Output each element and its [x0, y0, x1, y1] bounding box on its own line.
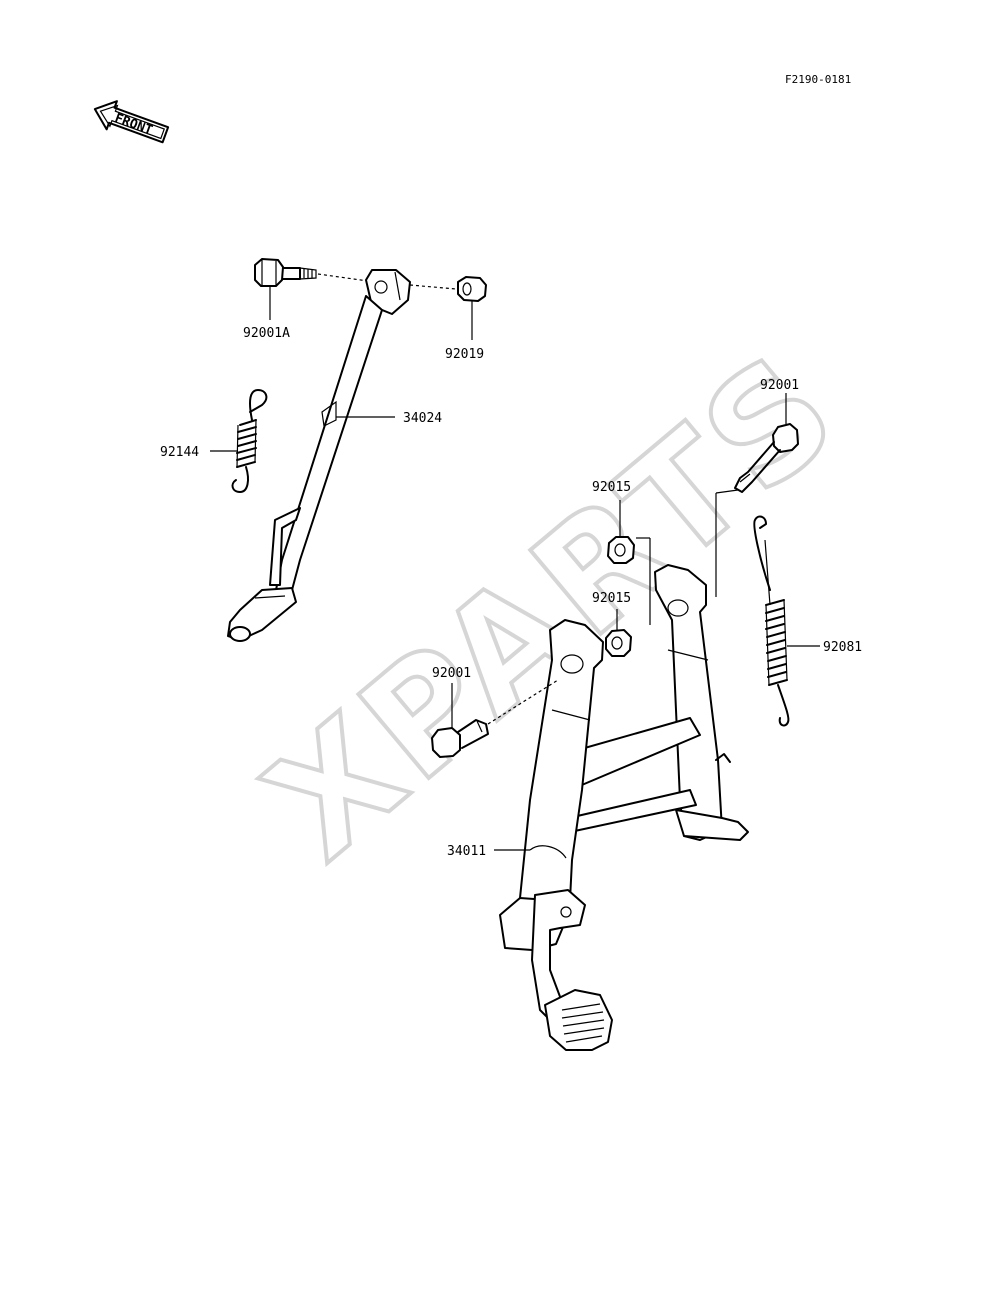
nut-92019: [457, 276, 487, 340]
center-stand-34011: [494, 564, 749, 1051]
diagram-code: F2190-0181: [785, 73, 851, 86]
nut-92015-a: [607, 500, 651, 625]
label-92015-b: 92015: [592, 591, 631, 606]
side-stand-34024: [227, 269, 411, 642]
label-92001-top: 92001: [760, 378, 799, 393]
label-92001A: 92001A: [243, 326, 290, 341]
label-34024: 34024: [403, 411, 442, 426]
front-arrow-icon: FRONT: [93, 100, 170, 144]
spring-92144: [231, 389, 268, 493]
spring-92081: [753, 515, 820, 727]
nut-92015-b: [605, 609, 632, 657]
bolt-92001A: [254, 258, 317, 287]
label-92001-left: 92001: [432, 666, 471, 681]
label-92081: 92081: [823, 640, 862, 655]
label-34011: 34011: [447, 844, 486, 859]
label-92015-a: 92015: [592, 480, 631, 495]
label-92019: 92019: [445, 347, 484, 362]
bolt-92001-right: [715, 393, 799, 597]
bolt-92001-left: [431, 679, 559, 758]
label-92144: 92144: [160, 445, 199, 460]
